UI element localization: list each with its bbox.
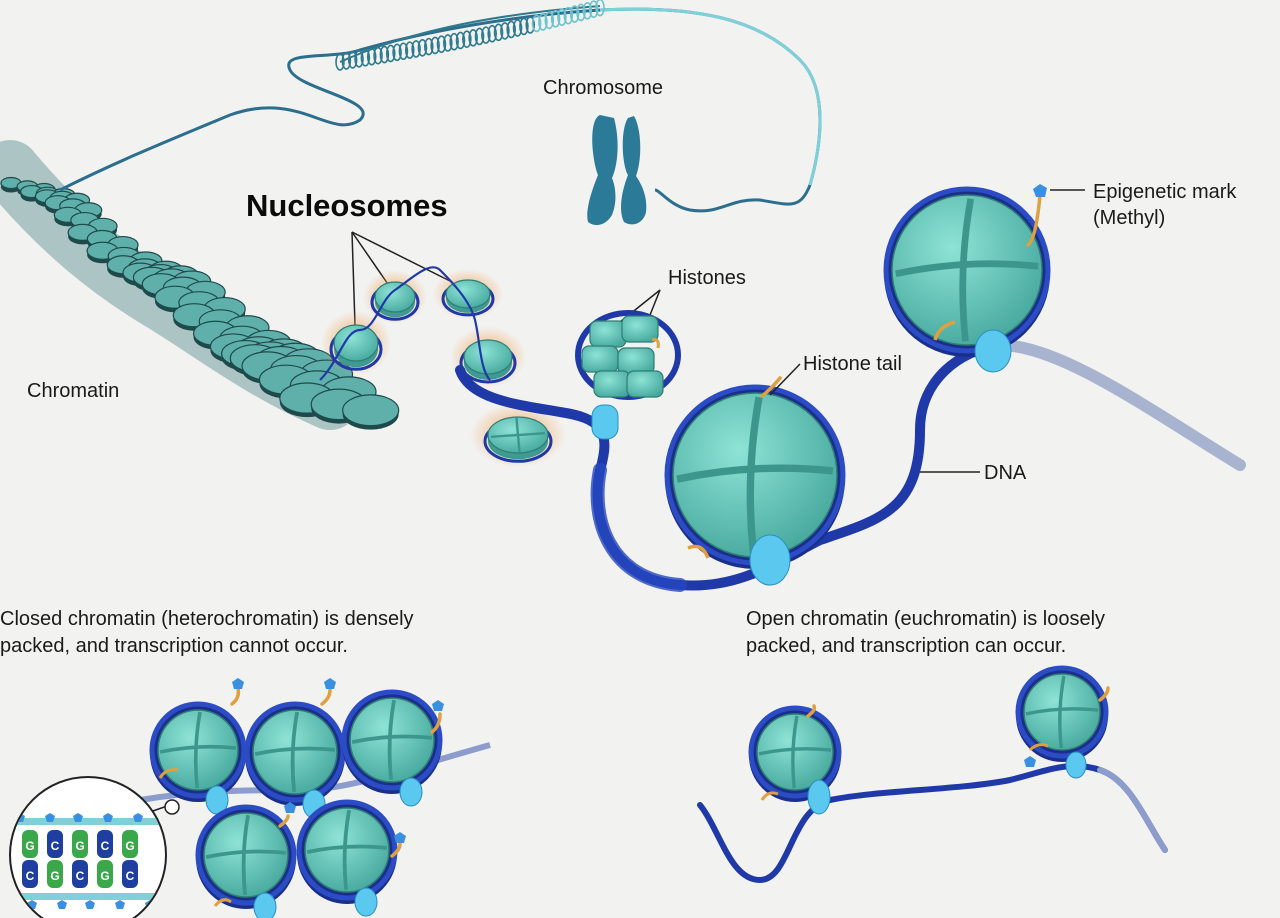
open-chromatin-caption-line1: Open chromatin (euchromatin) is loosely: [746, 608, 1106, 630]
chromosome-label: Chromosome: [543, 77, 664, 99]
methyl-mark: [1033, 184, 1047, 197]
epigenetic-mark-label: Epigenetic mark: [1093, 181, 1237, 203]
nucleosomes-label: Nucleosomes: [246, 188, 448, 223]
nucleosome-large: [664, 376, 846, 586]
base-letter-bottom: C: [76, 869, 85, 883]
histone-tail-label: Histone tail: [803, 353, 902, 375]
base-letter-bottom: C: [26, 869, 35, 883]
base-letter-bottom: G: [50, 869, 59, 883]
dna-strand-upper: [59, 0, 822, 213]
base-letter-bottom: C: [126, 869, 135, 883]
open-chromatin-strand: [697, 762, 1168, 884]
nucleosome-methylated: [883, 186, 1051, 373]
chromatin-fiber: [0, 140, 400, 430]
chromatin-label: Chromatin: [27, 380, 120, 402]
base-letter-top: G: [75, 839, 84, 853]
base-letter-top: G: [25, 839, 34, 853]
dna-zoom-inset: G C G C G C G C G C: [9, 776, 180, 918]
dna-main: [455, 339, 1246, 592]
base-letter-top: G: [125, 839, 134, 853]
base-letter-top: C: [101, 839, 110, 853]
label-pointers: [769, 189, 1085, 473]
nucleosome-chain: [319, 266, 566, 468]
base-letter-top: C: [51, 839, 60, 853]
open-chromatin-nucleosomes: [748, 665, 1110, 815]
histone-octamer: [575, 310, 681, 440]
chromosome-shape: [587, 115, 647, 226]
closed-chromatin-caption-line1: Closed chromatin (heterochromatin) is de…: [0, 608, 414, 630]
histones-label: Histones: [668, 267, 746, 289]
closed-chromatin-caption-line2: packed, and transcription cannot occur.: [0, 635, 348, 657]
methyl-label: (Methyl): [1093, 207, 1166, 229]
open-chromatin-caption-line2: packed, and transcription can occur.: [746, 635, 1067, 657]
closed-chromatin-cluster: [139, 678, 491, 918]
base-letter-bottom: G: [100, 869, 109, 883]
dna-label: DNA: [984, 462, 1027, 484]
